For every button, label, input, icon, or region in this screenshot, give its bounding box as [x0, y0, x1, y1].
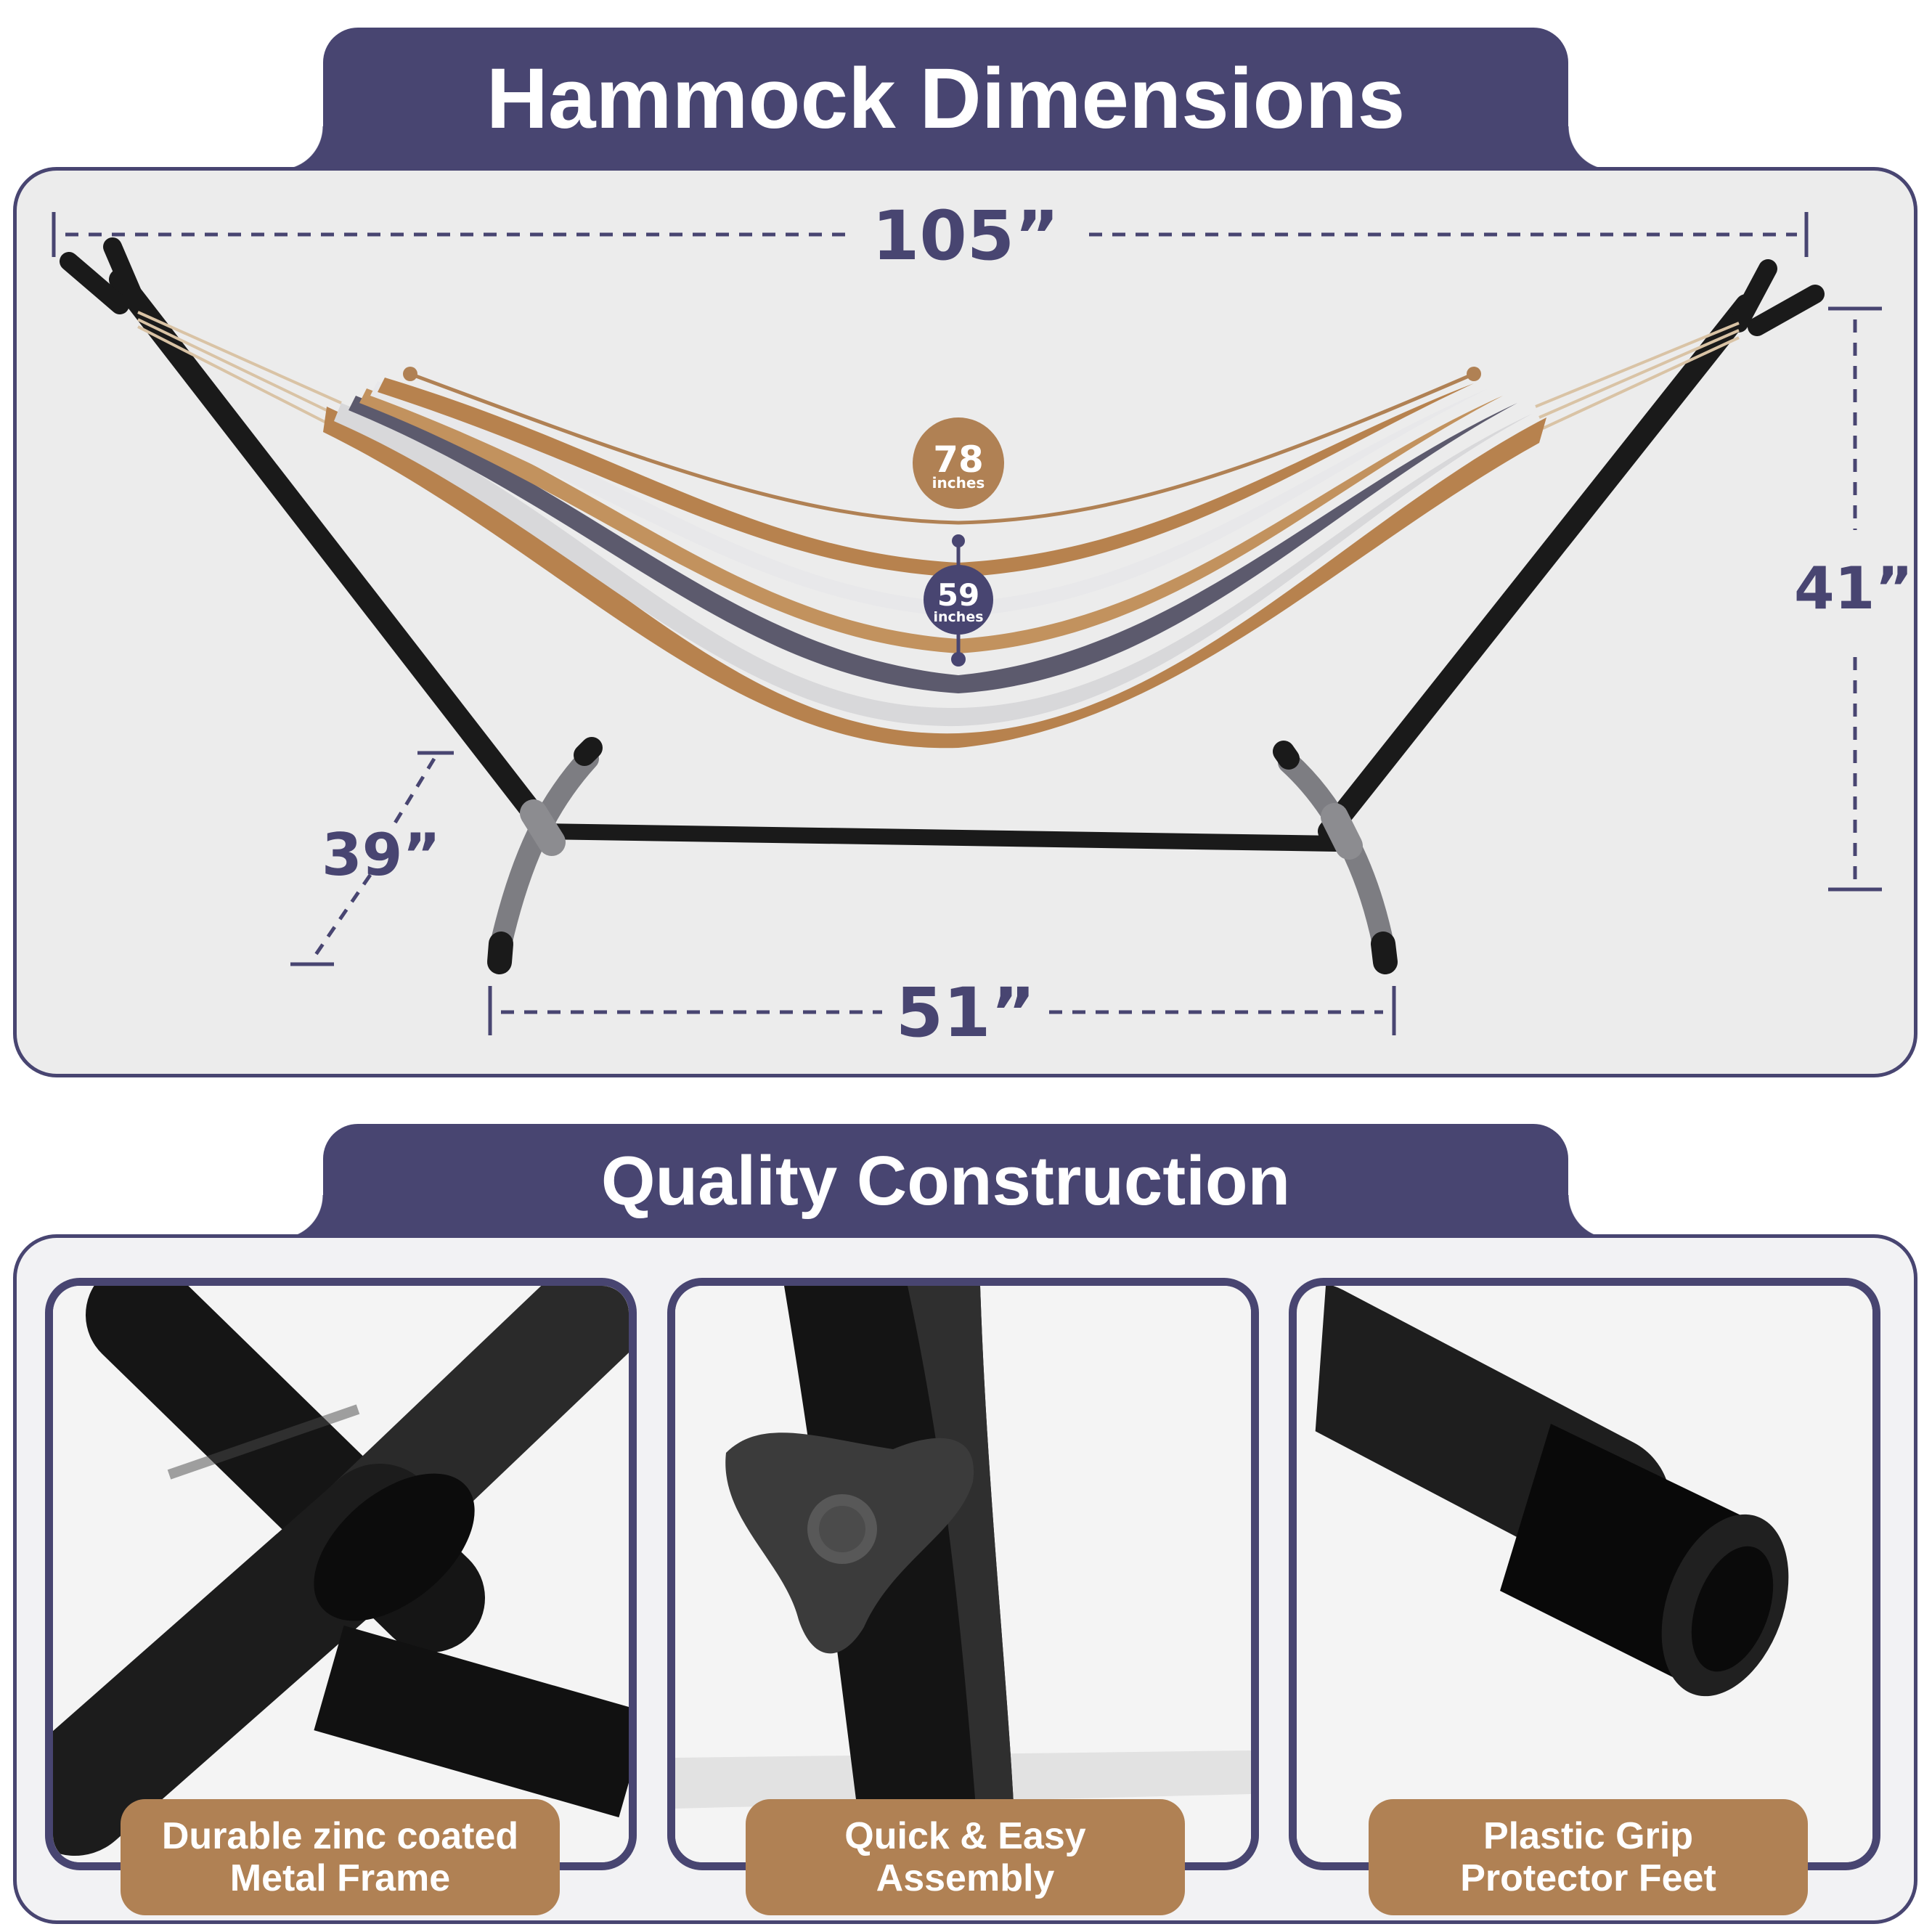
feature-caption-line: Protector Feet [1460, 1857, 1716, 1899]
depth-label: 39” [322, 821, 441, 889]
protector-foot-image [1297, 1286, 1872, 1862]
bed-length-value: 78 [933, 439, 984, 481]
hammock-ropes [137, 311, 1740, 430]
protector-foot-closeup [1289, 1278, 1880, 1870]
bed-length-arc [409, 372, 1475, 525]
height-label: 41” [1794, 555, 1913, 622]
base-width-dimension [488, 986, 1396, 1035]
hammock-bed [323, 378, 1546, 749]
bed-width-value: 59 [937, 577, 979, 613]
stand-frame [60, 237, 1825, 974]
quality-construction-title: Quality Construction [280, 1124, 1612, 1239]
bed-width-endpoint-top [952, 534, 965, 547]
overall-length-dimension [52, 212, 1809, 257]
assembly-knob-closeup [667, 1278, 1259, 1870]
feature-caption-line: Metal Frame [229, 1857, 451, 1899]
base-width-label: 51” [896, 974, 1036, 1053]
feature-caption-line: Durable zinc coated [161, 1815, 519, 1857]
feature-caption-line: Quick & Easy [844, 1815, 1086, 1857]
depth-dimension [290, 751, 454, 966]
hammock-dimensions-illustration: 105” 41” 39” 51” [52, 197, 1913, 1053]
bed-length-unit: inches [932, 474, 985, 492]
bed-width-unit: inches [933, 609, 983, 625]
hammock-dimensions-title: Hammock Dimensions [280, 28, 1612, 170]
feature-caption-line: Assembly [876, 1857, 1055, 1899]
feature-caption-metal-frame: Durable zinc coated Metal Frame [121, 1799, 560, 1915]
assembly-knob-image [675, 1286, 1251, 1862]
bed-length-endpoint-left [403, 367, 417, 381]
bed-width-badge [924, 565, 993, 635]
bed-length-badge [913, 417, 1004, 509]
bed-width-endpoint-bottom [951, 652, 966, 667]
feature-caption-line: Plastic Grip [1483, 1815, 1693, 1857]
metal-frame-closeup [45, 1278, 637, 1870]
overall-length-label: 105” [872, 197, 1059, 276]
height-dimension [1828, 306, 1882, 892]
feature-caption-protector-feet: Plastic Grip Protector Feet [1369, 1799, 1808, 1915]
metal-frame-image [53, 1286, 629, 1862]
bed-length-endpoint-right [1467, 367, 1481, 381]
feature-caption-assembly: Quick & Easy Assembly [746, 1799, 1185, 1915]
